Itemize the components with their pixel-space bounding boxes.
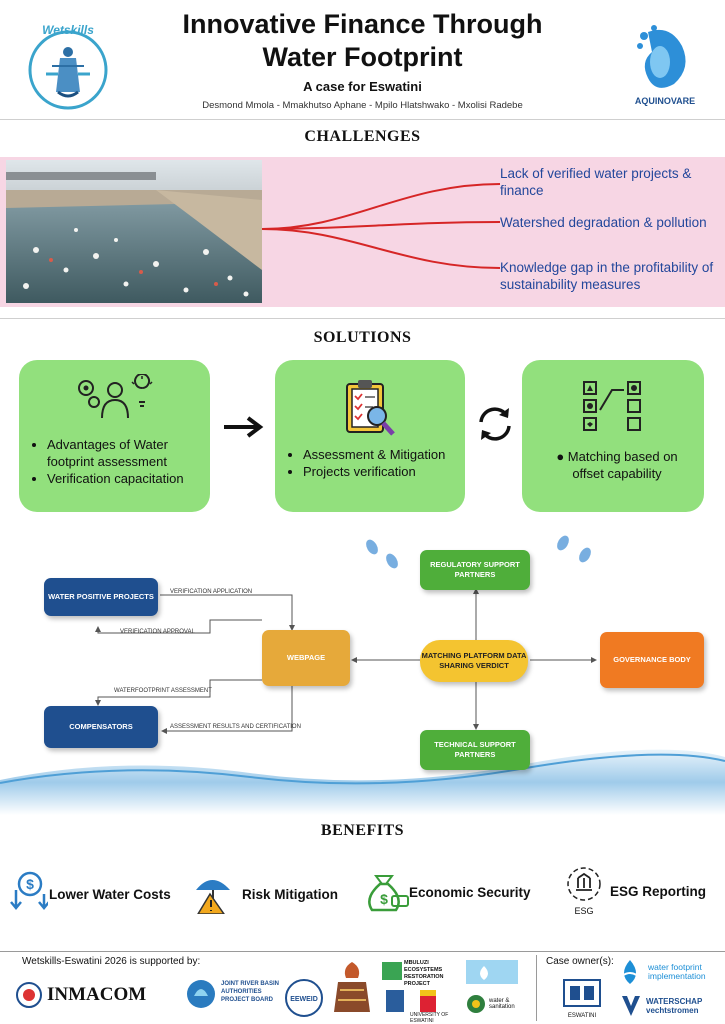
- refresh-cycle-icon: [479, 407, 511, 441]
- svg-text:Wetskills: Wetskills: [42, 23, 94, 37]
- university-logo-text: UNIVERSITY OF ESWATINI: [410, 1012, 449, 1024]
- aquinovare-logo-text: AQUINOVARE: [635, 96, 695, 106]
- svg-text:$: $: [26, 876, 34, 892]
- water-sanitation-text: water & sanitation: [489, 998, 515, 1010]
- right-arrow-icon: [224, 416, 264, 438]
- jrba-logo-text: JOINT RIVER BASIN AUTHORITIES PROJECT BO…: [221, 981, 280, 1003]
- benefit-esg-reporting: ESG Reporting: [610, 884, 707, 899]
- node-regulatory-support: REGULATORY SUPPORT PARTNERS: [420, 550, 530, 590]
- solution-box-1: Advantages of Water footprint assessment…: [19, 360, 210, 512]
- case-owners-label: Case owner(s):: [546, 956, 614, 967]
- poster-subtitle: A case for Eswatini: [303, 79, 422, 94]
- benefit-risk-mitigation: Risk Mitigation: [242, 887, 339, 902]
- wfi-logo-text: water footprint implementation: [648, 962, 706, 981]
- node-webpage: WEBPAGE: [262, 630, 350, 686]
- node-governance-body: GOVERNANCE BODY: [600, 632, 704, 688]
- flow-diagram-background: [0, 535, 725, 815]
- poster-title: Innovative Finance Through Water Footpri…: [182, 9, 543, 72]
- edge-waterfootprint-assessment: WATERFOOTPRINT ASSESSMENT: [114, 688, 212, 694]
- header-divider: [0, 119, 725, 120]
- eswatini-logo-text: ESWATINI: [567, 1013, 597, 1019]
- traditional-figure-logo: [334, 962, 370, 1012]
- mbuluzi-logo-text: MBULUZI ECOSYSTEMS RESTORATION PROJECT: [404, 960, 444, 987]
- eeweid-logo: EEWEID: [285, 979, 323, 1017]
- water-sanitation-logo: water & sanitation: [466, 990, 532, 1018]
- node-technical-support: TECHNICAL SUPPORT PARTNERS: [420, 730, 530, 770]
- vechtstromen-logo-text: WATERSCHAP vechtstromen: [646, 997, 703, 1015]
- jrba-logo: JOINT RIVER BASIN AUTHORITIES PROJECT BO…: [184, 970, 280, 1014]
- authors-line: Desmond Mmola - Mmakhutso Aphane - Mpilo…: [202, 100, 523, 111]
- matching-blocks-icon: [583, 381, 641, 431]
- footer-divider: [0, 951, 725, 952]
- inmacom-logo: INMACOM: [16, 980, 166, 1010]
- challenge-item-3: Knowledge gap in the profitability of su…: [500, 260, 714, 292]
- benefits-heading: BENEFITS: [320, 822, 405, 839]
- polluted-river-photo: [6, 160, 262, 303]
- challenge-item-2: Watershed degradation & pollution: [500, 215, 707, 230]
- edge-verification-approval: VERIFICATION APPROVAL: [120, 629, 195, 635]
- svg-text:$: $: [380, 891, 388, 907]
- solution-1-item-2: Verification capacitation: [47, 470, 217, 487]
- footer-vertical-divider: [536, 955, 537, 1021]
- inmacom-logo-text: INMACOM: [47, 984, 147, 1005]
- esg-icon-label: ESG: [574, 906, 594, 916]
- node-matching-platform: MATCHING PLATFORM DATA SHARING VERDICT: [420, 640, 528, 682]
- eswatini-case-owner-logo: ESWATINI: [562, 978, 602, 1020]
- dollar-down-icon: $: [10, 871, 48, 910]
- aquinovare-logo: AQUINOVARE: [630, 22, 700, 110]
- solution-2-item-1: Assessment & Mitigation: [303, 446, 478, 463]
- esg-icon: ESG: [562, 864, 606, 920]
- solutions-heading: SOLUTIONS: [313, 329, 412, 346]
- solution-3-item-1: Matching based on offset capability: [567, 449, 678, 481]
- challenge-branch-lines: [262, 183, 501, 269]
- solution-box-3: ● Matching based on offset capability: [522, 360, 704, 512]
- benefit-economic-security: Economic Security: [409, 885, 531, 900]
- mbuluzi-university-logos: MBULUZI ECOSYSTEMS RESTORATION PROJECT U…: [380, 960, 458, 1024]
- wetskills-logo: Wetskills: [22, 8, 112, 112]
- solution-2-item-2: Projects verification: [303, 463, 478, 480]
- edge-assessment-results: ASSESSMENT RESULTS AND CERTIFICATION: [170, 724, 301, 730]
- money-bag-icon: $: [368, 875, 409, 912]
- edge-verification-application: VERIFICATION APPLICATION: [170, 589, 253, 595]
- supported-by-label: Wetskills-Eswatini 2026 is supported by:: [22, 956, 201, 967]
- eeweid-logo-text: EEWEID: [290, 996, 318, 1003]
- challenges-heading: CHALLENGES: [304, 128, 421, 145]
- people-ideas-icon: [78, 374, 153, 419]
- challenge-item-1: Lack of verified water projects & financ…: [500, 166, 692, 198]
- benefit-lower-water-costs: Lower Water Costs: [49, 887, 171, 902]
- vechtstromen-logo: WATERSCHAP vechtstromen: [620, 992, 722, 1020]
- node-water-positive-projects: WATER POSITIVE PROJECTS: [44, 578, 158, 616]
- water-footprint-implementation-logo: water footprint implementation: [616, 956, 722, 988]
- solution-1-item-1: Advantages of Water footprint assessment: [47, 436, 217, 470]
- umbrella-warning-icon: [196, 880, 230, 914]
- challenges-divider: [0, 318, 725, 319]
- water-sdg-logo: [466, 960, 518, 984]
- node-compensators: COMPENSATORS: [44, 706, 158, 748]
- checklist-magnifier-icon: [346, 380, 395, 436]
- solution-box-2: Assessment & Mitigation Projects verific…: [275, 360, 465, 512]
